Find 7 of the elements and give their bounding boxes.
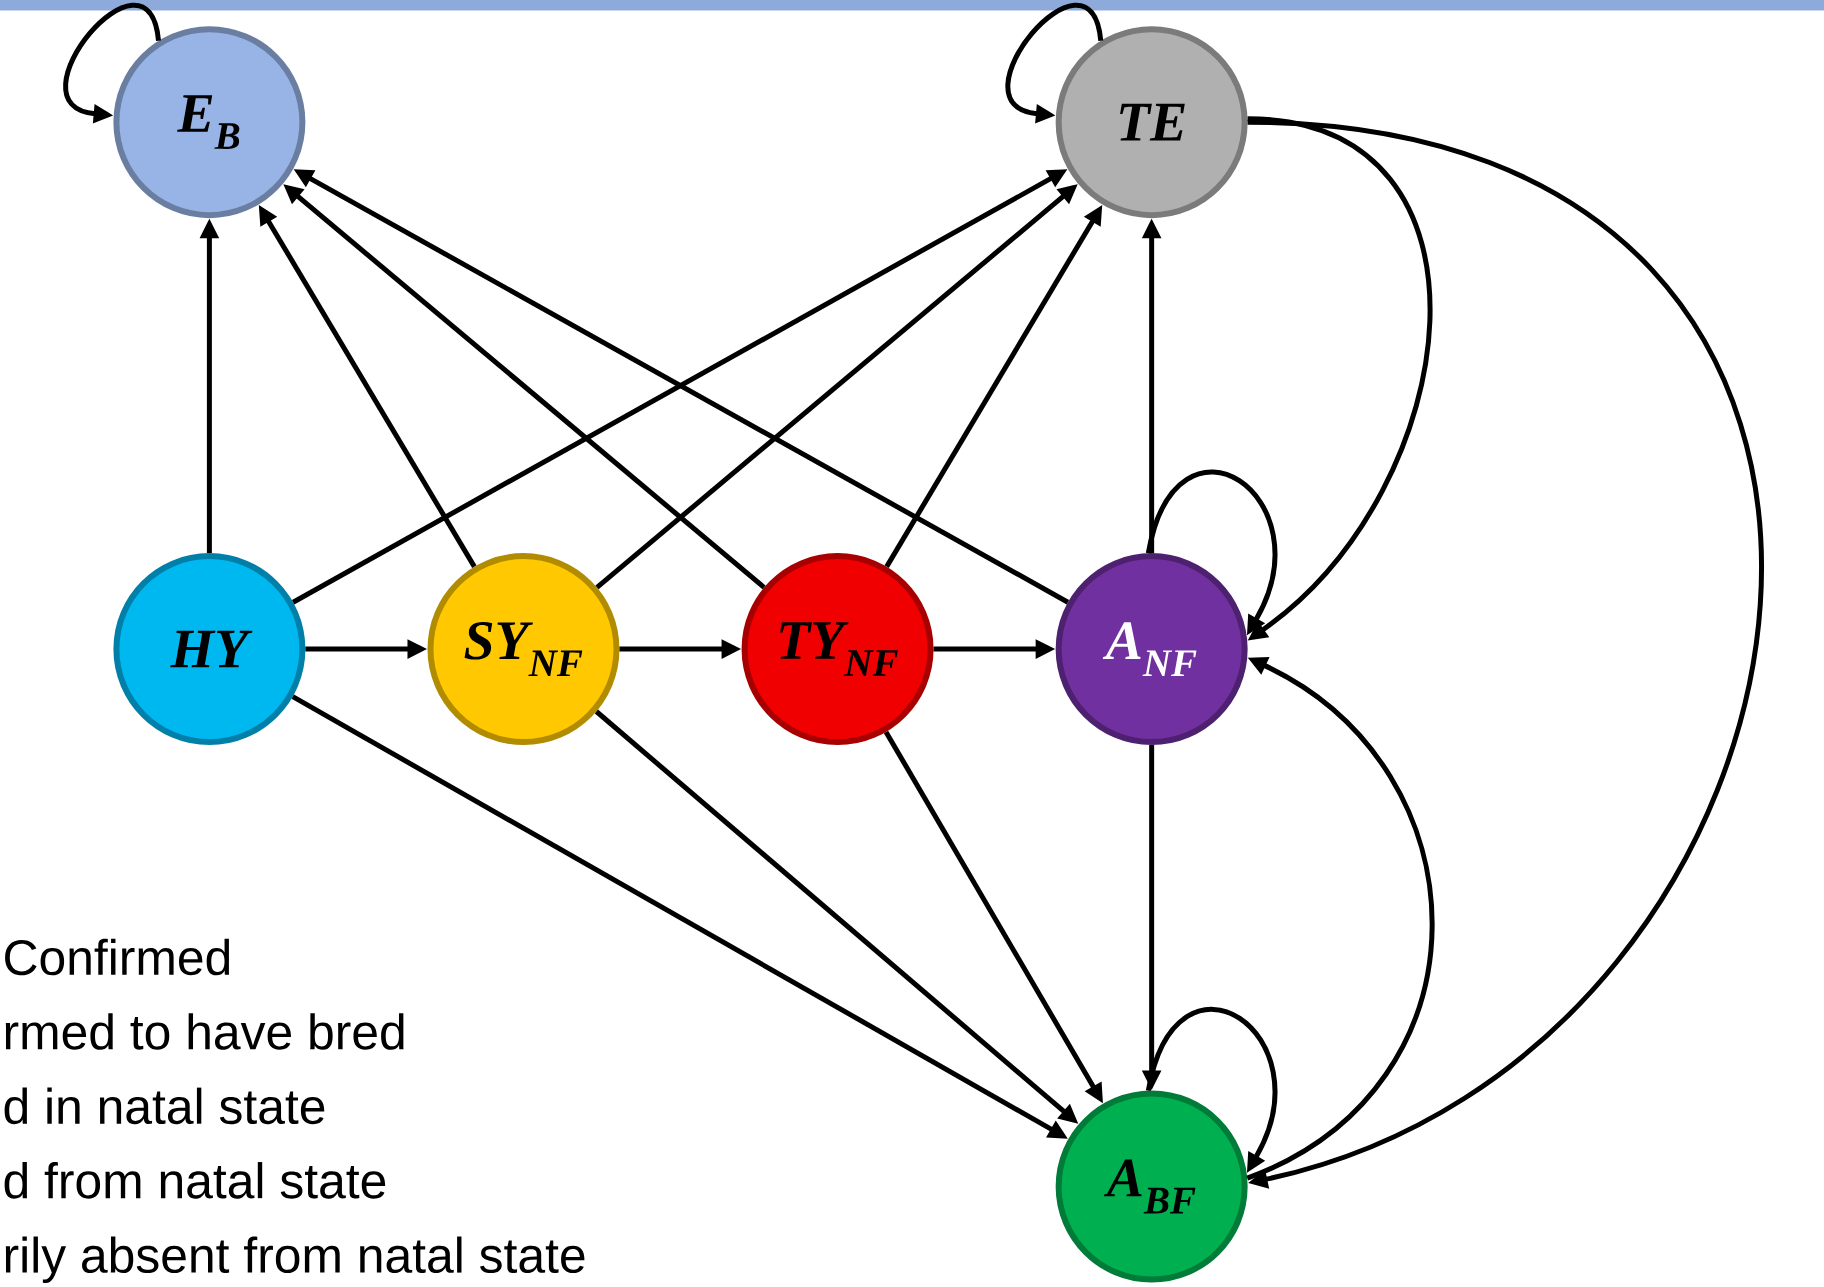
note-text: d in natal state bbox=[4, 1087, 325, 1125]
note-text: rily absent from natal state bbox=[5, 1236, 585, 1284]
note-text: rmed to have bred bbox=[5, 1013, 404, 1050]
note-text: Confirmed bbox=[5, 938, 230, 976]
note-text: d from natal state bbox=[4, 1162, 386, 1199]
arrow bbox=[1246, 657, 1435, 1181]
arrow bbox=[1247, 119, 1763, 1189]
